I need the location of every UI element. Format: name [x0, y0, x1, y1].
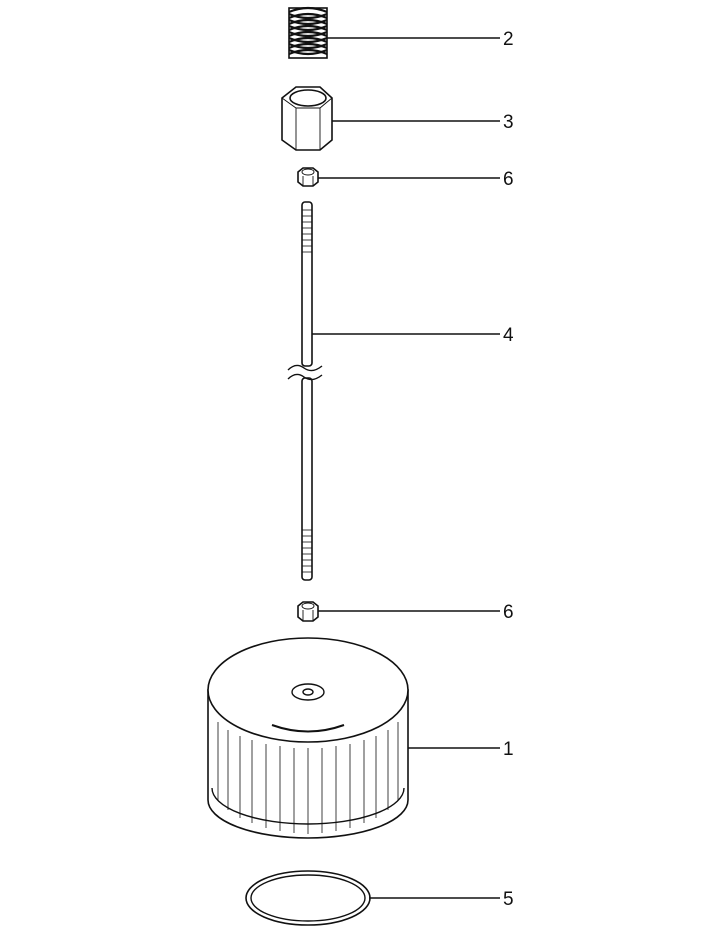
callout-3: 3 — [503, 112, 514, 133]
callout-4: 4 — [503, 325, 514, 346]
spring-part — [288, 6, 328, 59]
hex-sleeve-part — [281, 86, 333, 151]
callout-6-top: 6 — [503, 169, 514, 190]
nut-top-part — [297, 167, 319, 187]
nut-bottom-part — [297, 601, 319, 622]
gasket-part — [245, 870, 371, 926]
filter-element-part — [207, 637, 409, 839]
threaded-rod-part — [287, 201, 323, 581]
callout-5: 5 — [503, 889, 514, 910]
callout-6-bottom: 6 — [503, 602, 514, 623]
callout-2: 2 — [503, 29, 514, 50]
callout-1: 1 — [503, 739, 514, 760]
